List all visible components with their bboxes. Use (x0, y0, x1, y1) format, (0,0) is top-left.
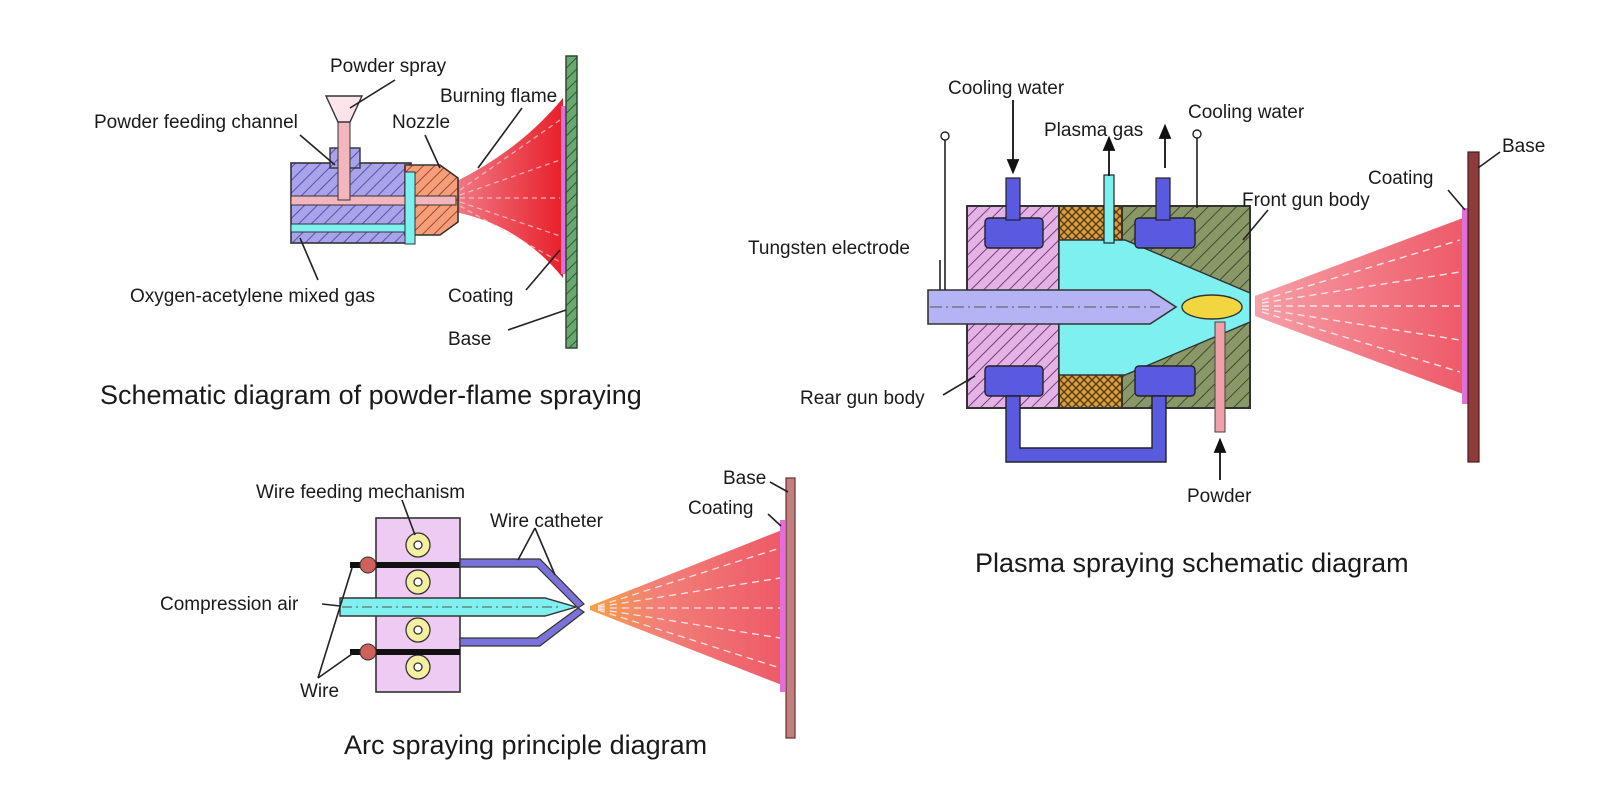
label-pf-coating: Coating (448, 286, 514, 307)
label-arc-base: Base (723, 468, 766, 489)
label-tungsten-electrode: Tungsten electrode (748, 238, 910, 259)
label-cooling-water-1: Cooling water (948, 78, 1065, 99)
label-powder-feeding-channel: Powder feeding channel (94, 112, 298, 133)
label-arc-coating: Coating (688, 498, 754, 519)
pf-base (565, 55, 578, 349)
label-compression-air: Compression air (160, 594, 299, 615)
powder-hopper (324, 95, 364, 123)
powder-flame-diagram: Powder spray Burning flame Powder feedin… (94, 55, 642, 410)
plasma-diagram: Cooling water Cooling water Plasma gas B… (748, 78, 1545, 578)
label-pf-base: Base (448, 329, 491, 350)
label-burning-flame: Burning flame (440, 86, 557, 107)
label-powder: Powder (1187, 486, 1252, 507)
label-nozzle: Nozzle (392, 112, 450, 133)
label-plasma-coating: Coating (1368, 168, 1434, 189)
arc-base (785, 477, 796, 739)
plasma-arc (1181, 294, 1243, 320)
label-plasma-gas: Plasma gas (1044, 120, 1143, 141)
label-wire-feeding-mechanism: Wire feeding mechanism (256, 482, 465, 503)
label-cooling-water-2: Cooling water (1188, 102, 1305, 123)
pf-coating (561, 106, 566, 274)
burning-flame-cone (455, 98, 563, 278)
caption-arc: Arc spraying principle diagram (344, 730, 707, 760)
label-oxygen-acetylene: Oxygen-acetylene mixed gas (130, 286, 375, 307)
label-plasma-base: Base (1502, 136, 1545, 157)
label-rear-gun-body: Rear gun body (800, 388, 925, 409)
label-powder-spray: Powder spray (330, 56, 447, 77)
caption-plasma: Plasma spraying schematic diagram (975, 548, 1409, 578)
arc-coating (780, 520, 785, 692)
label-wire: Wire (300, 681, 339, 702)
arc-diagram: Wire feeding mechanism Wire catheter Bas… (160, 468, 796, 760)
plasma-base (1467, 151, 1480, 463)
powder-feed-tube (1214, 321, 1226, 433)
wire-catheter-lower (459, 607, 586, 647)
plasma-coating (1462, 208, 1468, 404)
label-front-gun-body: Front gun body (1242, 190, 1370, 211)
caption-powder-flame: Schematic diagram of powder-flame sprayi… (100, 380, 642, 410)
label-wire-catheter: Wire catheter (490, 511, 604, 532)
